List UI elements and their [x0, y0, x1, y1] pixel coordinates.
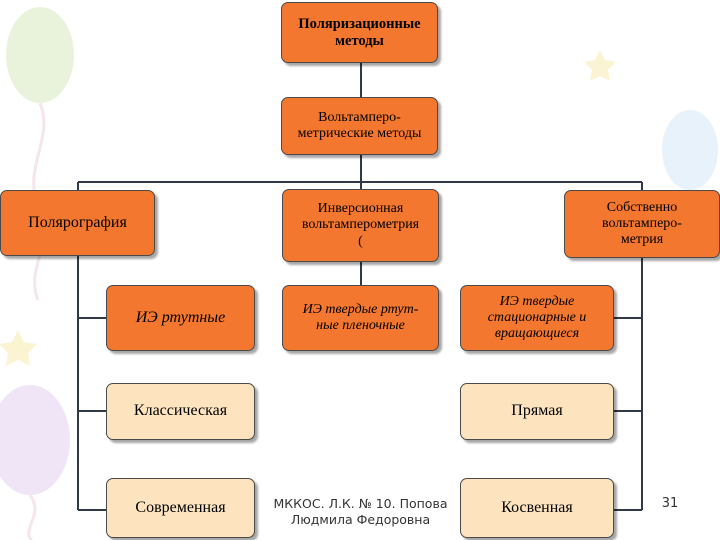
node-inversion-voltammetry: Инверсионная вольтамперометрия ( [282, 189, 439, 262]
page-number: 31 [661, 496, 679, 511]
node-proper-voltammetry: Собственно вольтамперо- метрия [564, 190, 720, 258]
node-label: ИЭ твердые стационарные и вращающиеся [487, 293, 587, 342]
node-modern: Современная [106, 478, 255, 538]
node-polarography: Полярография [0, 190, 155, 256]
node-label: Полярография [28, 213, 127, 231]
balloon-decoration [6, 7, 74, 103]
balloon-decoration [0, 385, 70, 495]
node-label: Инверсионная вольтамперометрия ( [301, 201, 420, 249]
node-label: Современная [135, 498, 226, 516]
node-indirect: Косвенная [460, 478, 614, 538]
node-mercury-electrodes: ИЭ ртутные [106, 285, 255, 351]
node-solid-stationary-electrodes: ИЭ твердые стационарные и вращающиеся [460, 285, 614, 351]
node-solid-film-electrodes: ИЭ твердые ртут- ные пленочные [282, 285, 439, 351]
node-polarization-methods: Поляризационные методы [281, 2, 438, 63]
node-direct: Прямая [460, 383, 614, 440]
node-label: Поляризационные методы [298, 15, 421, 49]
node-classical: Классическая [106, 383, 255, 440]
node-label: Классическая [133, 402, 228, 420]
node-label: Прямая [511, 402, 563, 420]
node-voltammetric-methods: Вольтамперо- метрические методы [281, 97, 438, 155]
node-label: Собственно вольтамперо- метрия [602, 199, 682, 248]
node-label: Вольтамперо- метрические методы [297, 109, 422, 141]
star-decoration [0, 330, 37, 366]
star-decoration [584, 50, 616, 81]
node-label: Косвенная [501, 498, 573, 516]
footer-author: МККОС. Л.К. № 10. Попова Людмила Федоров… [273, 496, 448, 528]
balloon-string-decoration [27, 494, 37, 540]
balloon-decoration [662, 110, 718, 190]
node-label: ИЭ ртутные [135, 308, 226, 326]
node-label: ИЭ твердые ртут- ные пленочные [302, 301, 419, 333]
